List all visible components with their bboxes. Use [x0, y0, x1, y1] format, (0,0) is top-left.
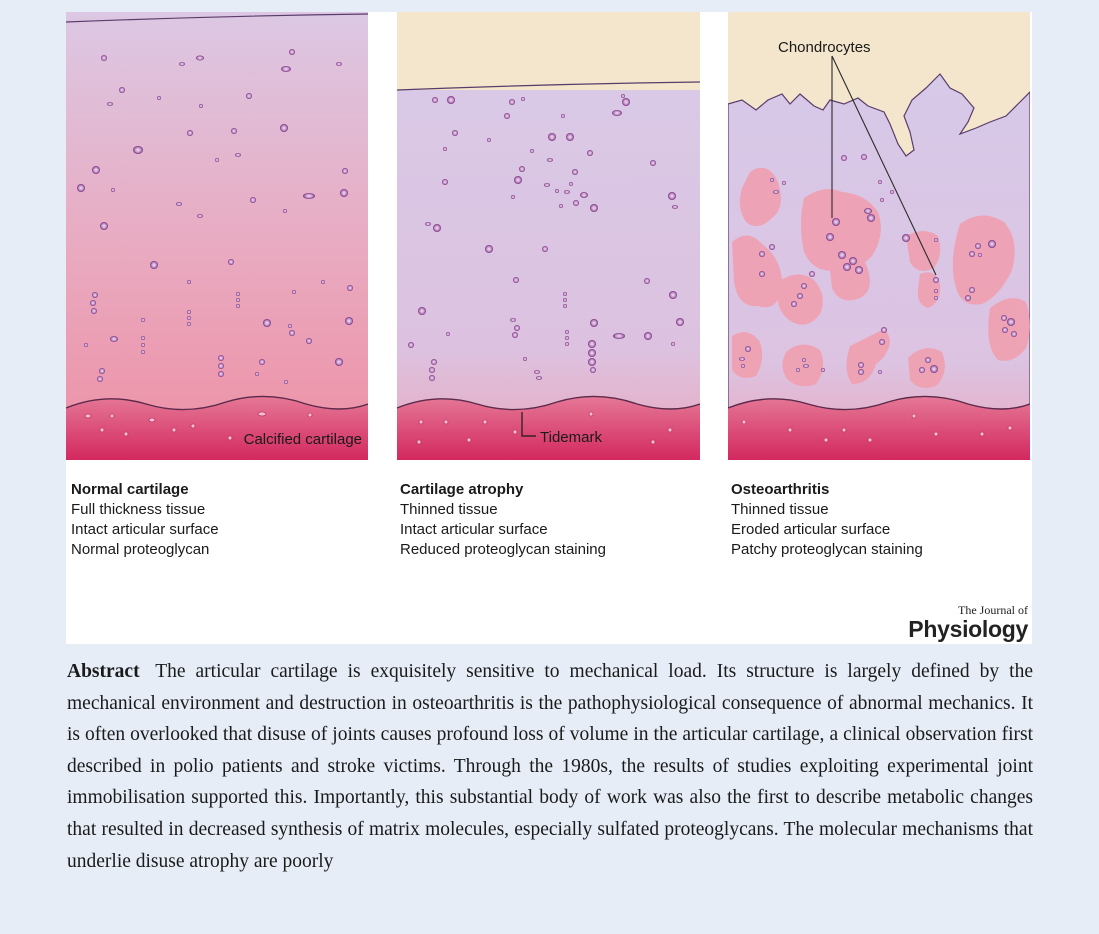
joint-space [397, 12, 700, 92]
matrix-region [66, 12, 368, 460]
caption-normal-cartilage: Normal cartilage Full thickness tissue I… [71, 480, 219, 560]
caption-line: Thinned tissue [400, 500, 606, 520]
caption-title: Osteoarthritis [731, 480, 923, 500]
caption-line: Thinned tissue [731, 500, 923, 520]
caption-title: Normal cartilage [71, 480, 219, 500]
panel-cartilage-atrophy: Tidemark [397, 12, 700, 460]
panel-normal-cartilage: Calcified cartilage [66, 12, 368, 460]
caption-line: Normal proteoglycan [71, 540, 219, 560]
journal-logo: The Journal of Physiology [908, 604, 1028, 641]
abstract-text: The articular cartilage is exquisitely s… [67, 661, 1033, 872]
caption-line: Intact articular surface [400, 520, 606, 540]
abstract-heading: Abstract [67, 661, 140, 682]
tidemark-label: Tidemark [540, 429, 602, 446]
journal-logo-name: Physiology [908, 617, 1028, 641]
calcified-cartilage-label: Calcified cartilage [244, 431, 362, 448]
caption-line: Full thickness tissue [71, 500, 219, 520]
caption-line: Eroded articular surface [731, 520, 923, 540]
caption-cartilage-atrophy: Cartilage atrophy Thinned tissue Intact … [400, 480, 606, 560]
caption-title: Cartilage atrophy [400, 480, 606, 500]
panel-osteoarthritis: Chondrocytes [728, 12, 1030, 460]
abstract-paragraph: Abstract The articular cartilage is exqu… [67, 656, 1033, 877]
caption-line: Patchy proteoglycan staining [731, 540, 923, 560]
caption-line: Reduced proteoglycan staining [400, 540, 606, 560]
caption-osteoarthritis: Osteoarthritis Thinned tissue Eroded art… [731, 480, 923, 560]
caption-line: Intact articular surface [71, 520, 219, 540]
chondrocytes-label: Chondrocytes [778, 39, 871, 56]
